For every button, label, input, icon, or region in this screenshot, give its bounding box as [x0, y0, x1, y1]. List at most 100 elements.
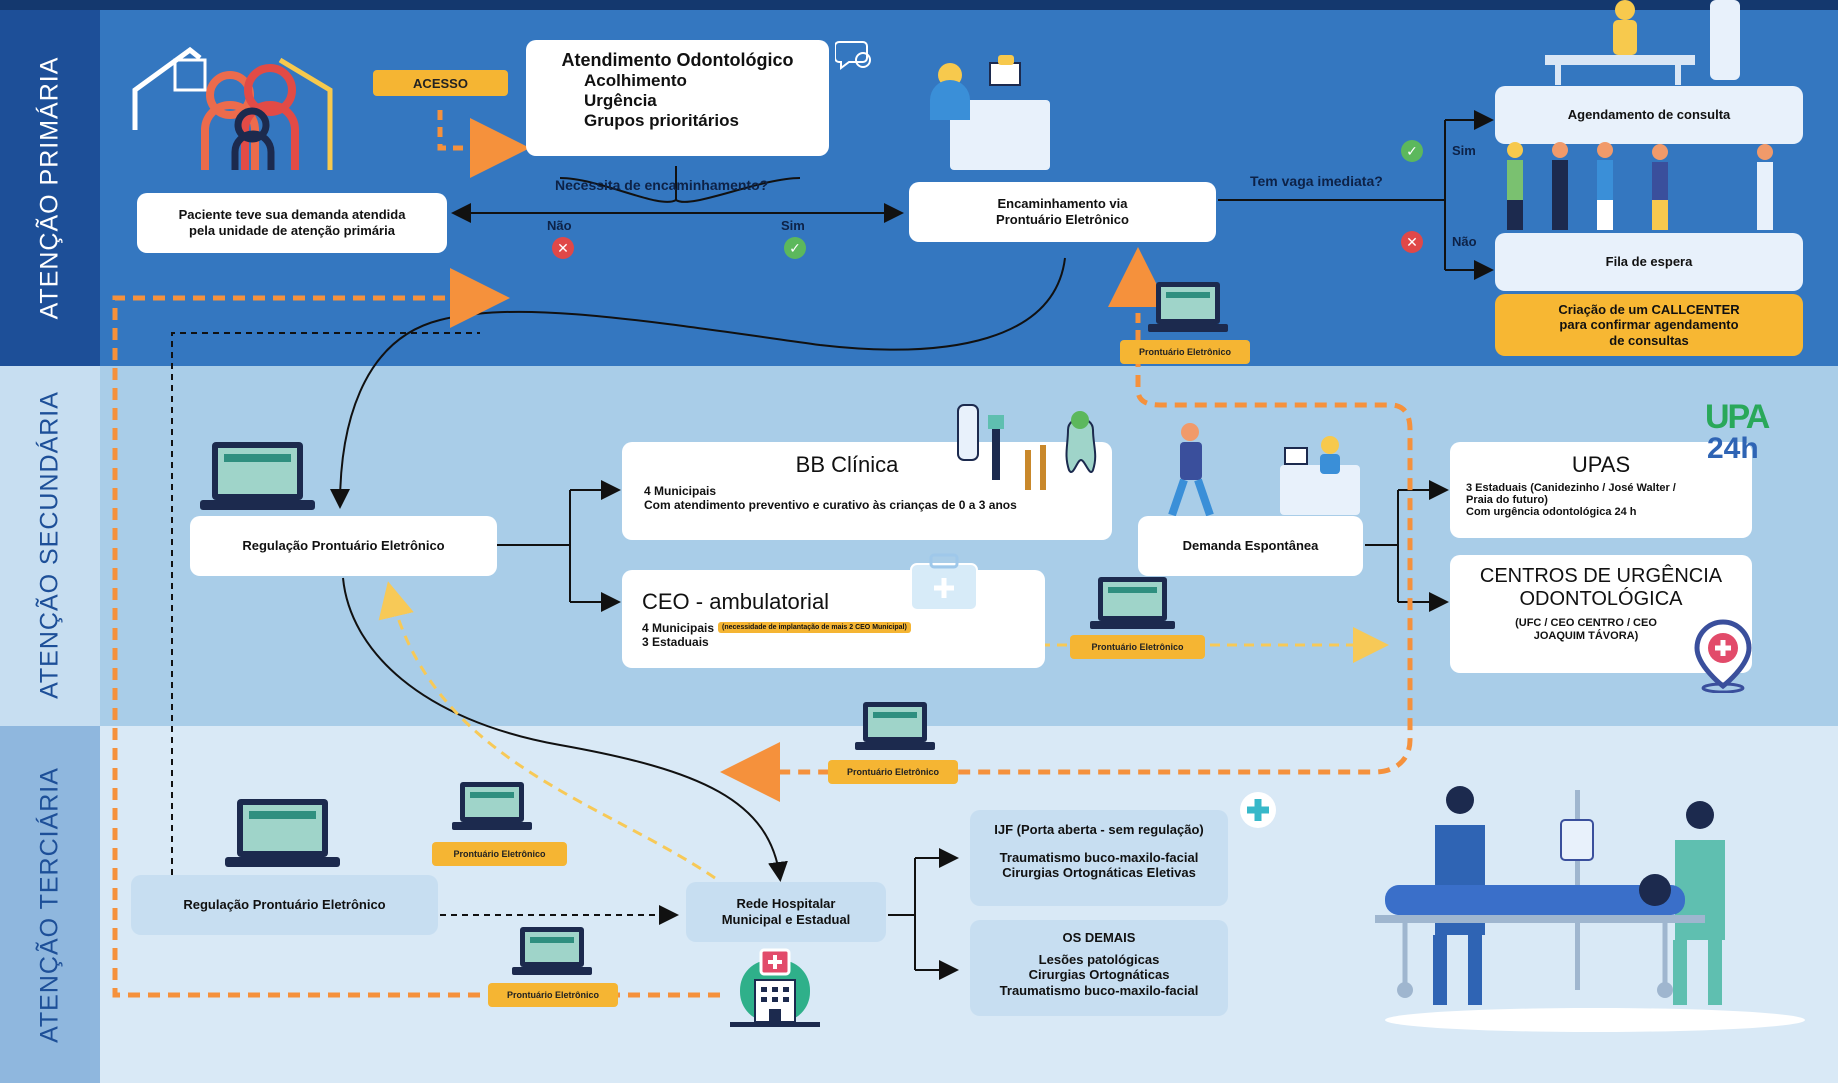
ceo-note: (necessidade de implantação de mais 2 CE…: [718, 622, 911, 634]
vaga-no-icon: ✕: [1401, 231, 1423, 253]
needs-referral-question: Necessita de encaminhamento?: [555, 177, 769, 193]
hospital-icon: [730, 948, 820, 1027]
vaga-question: Tem vaga imediata?: [1250, 173, 1383, 189]
agendamento-label: Agendamento de consulta: [1567, 107, 1731, 123]
ceo-municipais-row: 4 Municipais (necessidade de implantação…: [632, 621, 1035, 635]
tertiary-sidebar: [0, 726, 100, 1083]
ceo-title: CEO - ambulatorial: [642, 588, 830, 614]
atendimento-item: Acolhimento: [584, 71, 687, 90]
prontuario-tag: Prontuário Eletrônico: [1120, 340, 1250, 364]
orange-feedback-loop: [112, 268, 720, 998]
centros-title: CENTROS DE URGÊNCIA: [1479, 565, 1723, 587]
centros-title: ODONTOLÓGICA: [1519, 588, 1683, 610]
laptop-icon: [855, 702, 935, 750]
dotted-vertical: [171, 332, 480, 875]
prontuario-tag: Prontuário Eletrônico: [828, 760, 958, 784]
centros-line: JOAQUIM TÁVORA): [1533, 630, 1639, 643]
rede-hospitalar-line: Municipal e Estadual: [721, 912, 851, 927]
callcenter-box: Criação de um CALLCENTER para confirmar …: [1495, 294, 1803, 356]
upas-line: Praia do futuro): [1466, 494, 1548, 507]
patient-attended-box: Paciente teve sua demanda atendida pela …: [137, 193, 447, 253]
laptop-icon: [512, 927, 592, 975]
vaga-sim-label: Sim: [1452, 143, 1476, 158]
demais-title: OS DEMAIS: [1062, 930, 1136, 945]
reception-illustration: [930, 55, 1050, 170]
demais-line: Traumatismo buco-maxilo-facial: [999, 982, 1199, 998]
ijf-title: IJF (Porta aberta - sem regulação): [994, 822, 1204, 837]
regulacao-terciaria-box: Regulação Prontuário Eletrônico: [131, 875, 438, 935]
laptop-icon: [200, 442, 315, 510]
laptop-icon: [225, 799, 340, 867]
regulation-to-hospital-curve: [342, 577, 788, 882]
waiting-room-illustration: [1545, 0, 1740, 85]
fila-box: Fila de espera: [1495, 233, 1803, 291]
ijf-line: Traumatismo buco-maxilo-facial: [999, 849, 1199, 865]
rede-hospitalar-line: Rede Hospitalar: [736, 896, 836, 912]
upa-logo-bottom: 24h: [1707, 432, 1759, 465]
referral-curve: [330, 257, 1066, 509]
callcenter-line: para confirmar agendamento: [1559, 317, 1739, 333]
atendimento-item: Grupos prioritários: [584, 111, 739, 130]
laptop-icon: [452, 782, 532, 830]
prontuario-tag: Prontuário Eletrônico: [488, 983, 618, 1007]
dental-tools-illustration: [957, 404, 1097, 490]
acesso-arrow: [437, 110, 530, 178]
atendimento-title: Atendimento Odontológico: [561, 50, 794, 70]
bb-clinica-line: Com atendimento preventivo e curativo às…: [644, 498, 1017, 513]
centros-line: (UFC / CEO CENTRO / CEO: [1515, 617, 1657, 629]
surgery-illustration: [1375, 786, 1805, 1032]
ceo-municipais: 4 Municipais: [642, 620, 715, 635]
top-border: [0, 0, 1838, 10]
demais-line: Cirurgias Ortognáticas: [1028, 967, 1170, 983]
callcenter-line: Criação de um CALLCENTER: [1558, 301, 1740, 317]
location-cross-icon: [1694, 619, 1752, 693]
upa-24h-logo: UPA 24h: [1705, 400, 1825, 470]
regulacao-terciaria-label: Regulação Prontuário Eletrônico: [183, 897, 386, 913]
primary-sidebar: [0, 10, 100, 366]
upas-title: UPAS: [1571, 452, 1631, 477]
vaga-branch: [1415, 120, 1446, 270]
bb-clinica-box: BB Clínica 4 Municipais Com atendimento …: [622, 442, 1112, 540]
family-house-illustration: [132, 46, 333, 170]
encaminhamento-line: Prontuário Eletrônico: [996, 212, 1129, 227]
regulacao-secundaria-box: Regulação Prontuário Eletrônico: [190, 516, 497, 576]
ceo-estaduais: 3 Estaduais: [642, 635, 709, 649]
sim-label: Sim: [781, 218, 805, 233]
orange-return-loop: [720, 355, 1413, 802]
demanda-espontanea-box: Demanda Espontânea: [1138, 516, 1363, 576]
nao-label: Não: [547, 218, 572, 233]
atendimento-item: Urgência: [584, 91, 657, 110]
bb-clinica-line: 4 Municipais: [644, 484, 717, 498]
prontuario-tag: Prontuário Eletrônico: [432, 842, 567, 866]
patient-attended-line: pela unidade de atenção primária: [189, 223, 395, 238]
agendamento-box: Agendamento de consulta: [1495, 86, 1803, 144]
rede-hospitalar-box: Rede Hospitalar Municipal e Estadual: [686, 882, 886, 942]
patient-reception-illustration: [1168, 423, 1360, 517]
upas-line: Com urgência odontológica 24 h: [1466, 506, 1637, 519]
queue-illustration: [1507, 142, 1773, 230]
laptop-icon: [1148, 282, 1228, 332]
chat-tooth-icon: [835, 41, 871, 70]
atendimento-box: Atendimento Odontológico Acolhimento Urg…: [526, 40, 829, 156]
ijf-box: IJF (Porta aberta - sem regulação) Traum…: [970, 810, 1228, 906]
vaga-check-icon: ✓: [1401, 140, 1423, 162]
demais-box: OS DEMAIS Lesões patológicas Cirurgias O…: [970, 920, 1228, 1016]
acesso-tag: ACESSO: [373, 70, 508, 96]
upas-line: 3 Estaduais (Canidezinho / José Walter /: [1466, 482, 1676, 494]
yellow-hospital-to-regulation: [378, 581, 716, 880]
fila-label: Fila de espera: [1605, 254, 1693, 270]
bb-clinica-title: BB Clínica: [795, 452, 899, 477]
upas-box: UPAS 3 Estaduais (Canidezinho / José Wal…: [1450, 442, 1752, 538]
demais-line: Lesões patológicas: [1038, 951, 1160, 967]
prontuario-tag: Prontuário Eletrônico: [1070, 635, 1205, 659]
encaminhamento-box: Encaminhamento via Prontuário Eletrônico: [909, 182, 1216, 242]
demanda-espontanea-label: Demanda Espontânea: [1182, 538, 1319, 554]
secondary-sidebar: [0, 366, 100, 726]
laptop-icon: [1090, 577, 1175, 629]
upa-logo-top: UPA: [1705, 398, 1770, 436]
encaminhamento-line: Encaminhamento via: [997, 196, 1128, 212]
centros-urgencia-box: CENTROS DE URGÊNCIA ODONTOLÓGICA (UFC / …: [1450, 555, 1752, 673]
callcenter-line: de consultas: [1609, 332, 1689, 348]
patient-attended-line: Paciente teve sua demanda atendida: [178, 207, 406, 223]
